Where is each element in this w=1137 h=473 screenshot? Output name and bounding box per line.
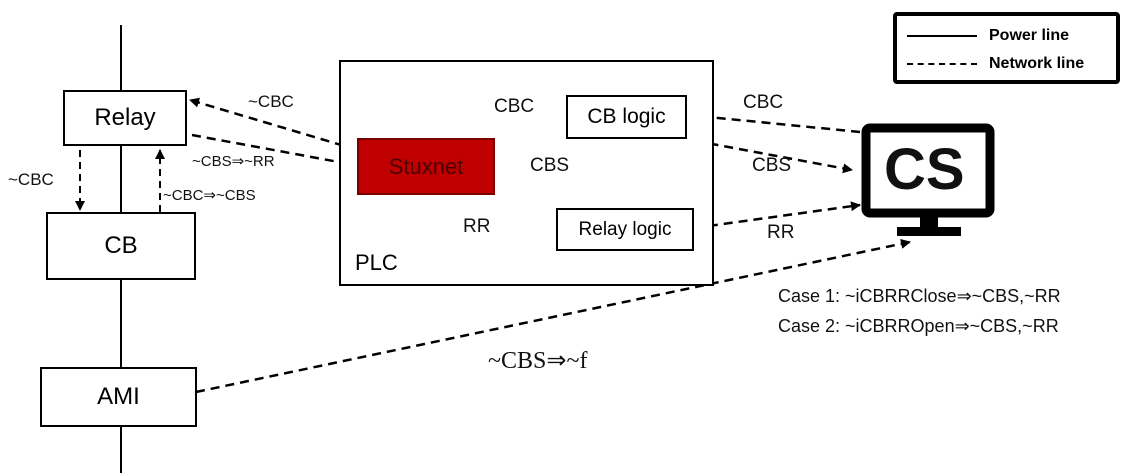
label-relay-cb: ~CBC — [8, 170, 54, 189]
relay-label: Relay — [94, 104, 156, 131]
label-cb-relay: ~CBC⇒~CBS — [163, 187, 256, 204]
label-cblogic-cs: CBS — [752, 155, 792, 176]
monitor-icon — [861, 123, 995, 236]
label-relay-stuxnet-rule: ~CBS⇒~RR — [192, 153, 275, 170]
arrow-relaylogic-to-cs — [693, 201, 861, 230]
legend-network-label: Network line — [989, 55, 1085, 72]
relay-logic-label: Relay logic — [578, 218, 672, 240]
power-line-swatch — [907, 35, 977, 37]
cs-label: CS — [884, 137, 965, 202]
ami-label: AMI — [97, 383, 140, 410]
label-cs-cblogic: CBC — [743, 92, 784, 113]
label-stuxnet-relaylogic: RR — [463, 216, 491, 237]
cb-label: CB — [104, 232, 138, 259]
legend-row-power: Power line — [907, 26, 1112, 46]
relay-logic-node: Relay logic — [556, 208, 694, 251]
arrow-relay-to-stuxnet — [191, 133, 356, 169]
relay-node: Relay — [63, 90, 187, 146]
label-stuxnet-cblogic: CBS — [530, 155, 570, 176]
cb-logic-label: CB logic — [587, 105, 666, 128]
arrow-ami-to-cs — [195, 238, 911, 394]
cb-node: CB — [46, 212, 196, 280]
network-line-swatch — [907, 63, 977, 65]
cb-logic-node: CB logic — [566, 95, 687, 139]
stuxnet-label: Stuxnet — [388, 153, 464, 179]
case-1-text: Case 1: ~iCBRRClose⇒~CBS,~RR — [778, 286, 1061, 306]
label-cblogic-stuxnet: CBC — [494, 96, 535, 117]
case-2-text: Case 2: ~iCBRROpen⇒~CBS,~RR — [778, 316, 1059, 336]
legend-row-network: Network line — [907, 54, 1112, 74]
label-relay-stuxnet-ncbc: ~CBC — [248, 92, 294, 111]
label-ami-cs: ~CBS⇒~f — [488, 348, 588, 374]
label-relaylogic-cs: RR — [767, 222, 795, 243]
stuxnet-node: Stuxnet — [357, 138, 495, 195]
plc-label: PLC — [355, 250, 398, 275]
legend-power-label: Power line — [989, 27, 1070, 44]
legend: Power line Network line — [893, 12, 1120, 84]
ami-node: AMI — [40, 367, 197, 427]
